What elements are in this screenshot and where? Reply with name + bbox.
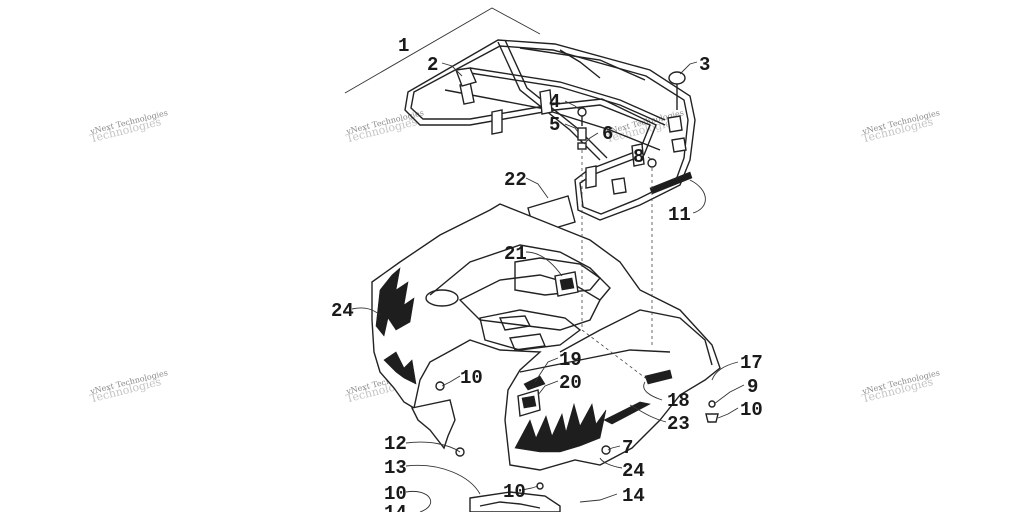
alignment-lines — [581, 150, 653, 381]
callout-17: 17 — [740, 352, 763, 374]
callout-14-bottom: 14 — [384, 502, 407, 512]
callout-13: 13 — [384, 457, 407, 479]
callout-1: 1 — [398, 35, 409, 57]
callout-7: 7 — [622, 437, 633, 459]
callout-5: 5 — [549, 114, 560, 136]
callout-10-center: 10 — [503, 481, 526, 503]
rear-fender-drawing — [371, 195, 721, 512]
rear-rack-drawing — [344, 7, 696, 221]
callout-12: 12 — [384, 433, 407, 455]
callout-23: 23 — [667, 413, 690, 435]
callout-10-right: 10 — [740, 399, 763, 421]
callout-8: 8 — [633, 146, 644, 168]
callout-24-left: 24 — [331, 300, 354, 322]
callout-20: 20 — [559, 372, 582, 394]
callout-4: 4 — [549, 91, 560, 113]
callout-19: 19 — [559, 349, 582, 371]
callout-10-left: 10 — [460, 367, 483, 389]
callout-21: 21 — [504, 243, 527, 265]
callout-11: 11 — [668, 204, 691, 226]
callout-labels: 1 2 3 4 5 6 8 11 22 21 24 19 20 10 17 9 … — [331, 35, 763, 512]
callout-10-bottom: 10 — [384, 483, 407, 505]
callout-2: 2 — [427, 54, 438, 76]
leader-lines — [351, 61, 745, 512]
callout-6: 6 — [602, 123, 613, 145]
callout-22: 22 — [504, 169, 527, 191]
callout-3: 3 — [699, 54, 710, 76]
callout-24-right: 24 — [622, 460, 645, 482]
callout-14-right: 14 — [622, 485, 645, 507]
callout-18: 18 — [667, 390, 690, 412]
callout-9: 9 — [747, 376, 758, 398]
